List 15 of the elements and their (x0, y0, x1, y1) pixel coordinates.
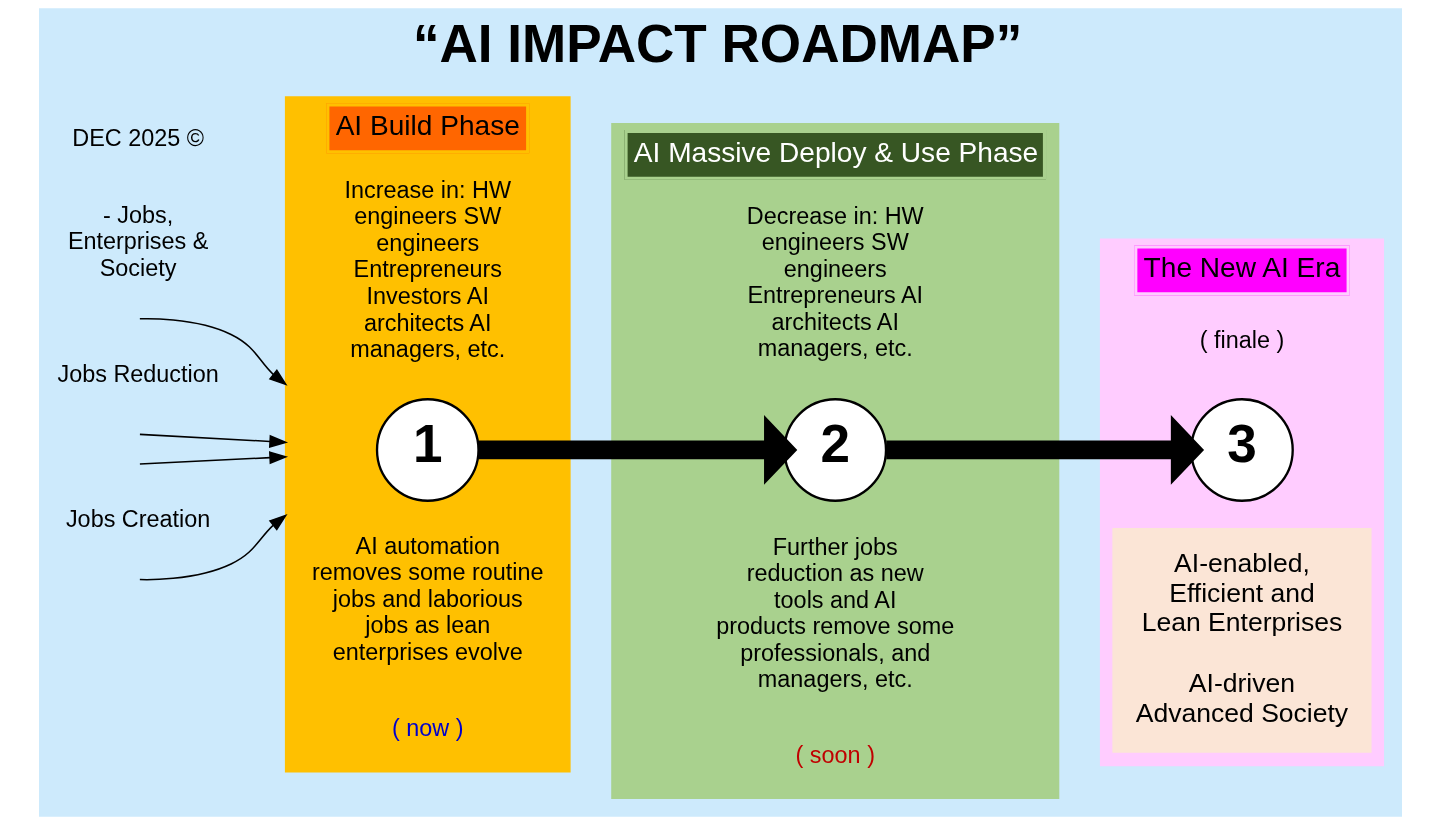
arrow (885, 415, 1204, 485)
label: DEC 2025 © (71, 125, 204, 152)
label: Jobs Creation (65, 506, 210, 533)
arrow (138, 433, 288, 448)
arrow (138, 317, 288, 386)
diagram-title: “AI IMPACT ROADMAP” (412, 13, 1022, 73)
label: Jobs Reduction (56, 361, 219, 388)
node-box: AI-enabled, Efficient and Lean Enterprises AI-driven Advanced Society (1111, 528, 1372, 753)
node-circle: 2 (782, 398, 887, 502)
arrow (478, 415, 797, 485)
node-circle: 3 (1189, 398, 1294, 502)
node-circle: 1 (375, 398, 480, 502)
label: - Jobs, Enterprises & Society (67, 201, 208, 281)
arrow (138, 514, 288, 581)
arrow (138, 451, 288, 465)
